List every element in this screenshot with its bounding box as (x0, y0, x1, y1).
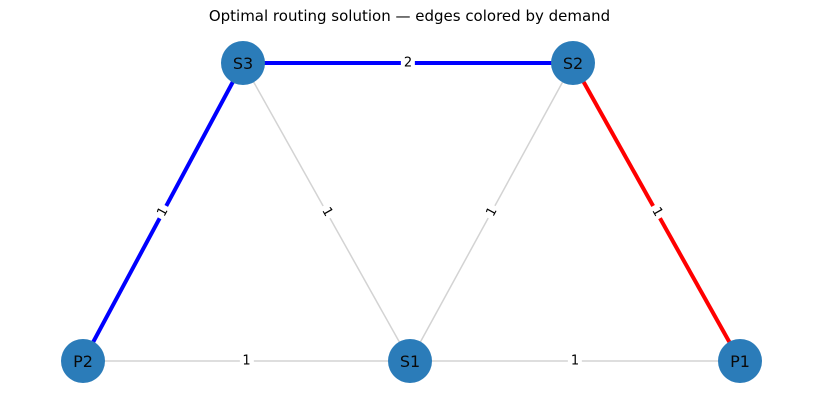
graph-node-P1: P1 (718, 339, 762, 383)
graph-node-label: S1 (399, 351, 421, 371)
graph-node-label: S2 (562, 53, 584, 73)
graph-node-P2: P2 (61, 339, 105, 383)
edge-label-S3-S2: 2 (400, 55, 416, 71)
graph-node-S1: S1 (388, 339, 432, 383)
graph-node-S2: S2 (551, 41, 595, 85)
chart-title: Optimal routing solution — edges colored… (208, 7, 611, 25)
graph-node-label: P2 (73, 351, 93, 371)
graph-node-label: S3 (232, 53, 254, 73)
graph-node-S3: S3 (221, 41, 265, 85)
edge-label-S1-P1: 1 (567, 353, 583, 369)
edge-label-P2-S1: 1 (239, 353, 254, 369)
graph-node-label: P1 (730, 351, 750, 371)
